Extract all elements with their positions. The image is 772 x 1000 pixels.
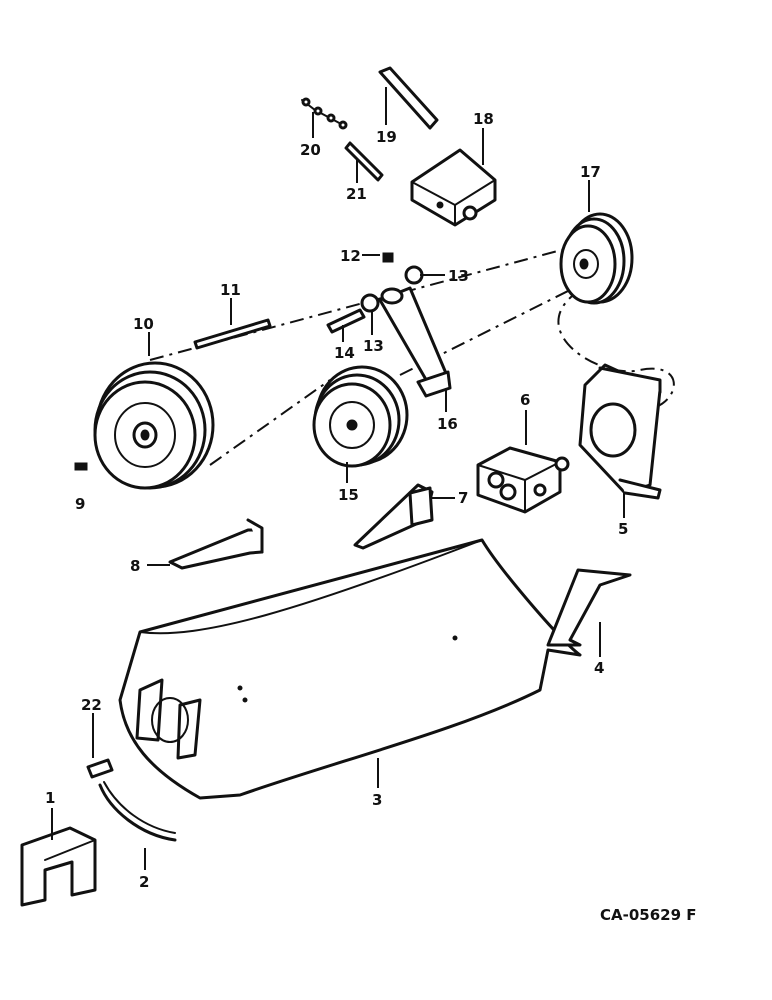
flat-bracket	[168, 518, 264, 570]
strap-plate	[378, 66, 439, 130]
callout-12: 12	[340, 247, 361, 265]
hydraulic-valve	[476, 446, 570, 514]
callout-4: 4	[594, 659, 604, 677]
bolt	[74, 462, 88, 471]
callout-16: 16	[437, 415, 458, 433]
callout-9: 9	[75, 495, 85, 513]
callout-8: 8	[130, 557, 140, 575]
callout-18: 18	[473, 110, 494, 128]
callout-14: 14	[334, 344, 355, 362]
callout-10: 10	[133, 315, 154, 333]
callout-5: 5	[618, 520, 628, 538]
chain-and-spring	[301, 97, 384, 182]
callout-1: 1	[45, 789, 55, 807]
mounting-plate	[578, 363, 662, 500]
small-bracket	[353, 483, 434, 550]
upper-pulley	[559, 212, 634, 305]
large-pulley	[93, 361, 215, 490]
callout-3: 3	[372, 791, 382, 809]
callout-22: 22	[81, 696, 102, 714]
callout-2: 2	[139, 873, 149, 891]
belt-segment	[193, 318, 272, 350]
callout-17: 17	[580, 163, 601, 181]
callout-13-lower: 13	[363, 337, 384, 355]
callout-21: 21	[346, 185, 367, 203]
callout-15: 15	[338, 486, 359, 504]
callout-6: 6	[520, 391, 530, 409]
callout-7: 7	[458, 489, 468, 507]
callout-13-upper: 13	[448, 267, 469, 285]
angle-brace	[546, 568, 632, 647]
idler-arm	[378, 286, 452, 398]
drawing-code: CA-05629 F	[600, 906, 697, 924]
leader-lines	[51, 87, 625, 870]
callout-19: 19	[376, 128, 397, 146]
mounting-block	[410, 148, 497, 227]
idler-pulley	[312, 365, 409, 468]
callout-labels: 1 2 3 4 5 6 7 8 9 10 11 12 13 13 14 15 1…	[45, 110, 628, 891]
callout-20: 20	[300, 141, 321, 159]
u-bracket	[20, 826, 97, 907]
coupler	[86, 758, 114, 779]
bushings-and-pin	[326, 252, 424, 334]
curved-rod	[98, 781, 177, 842]
shield	[118, 538, 582, 800]
callout-11: 11	[220, 281, 241, 299]
